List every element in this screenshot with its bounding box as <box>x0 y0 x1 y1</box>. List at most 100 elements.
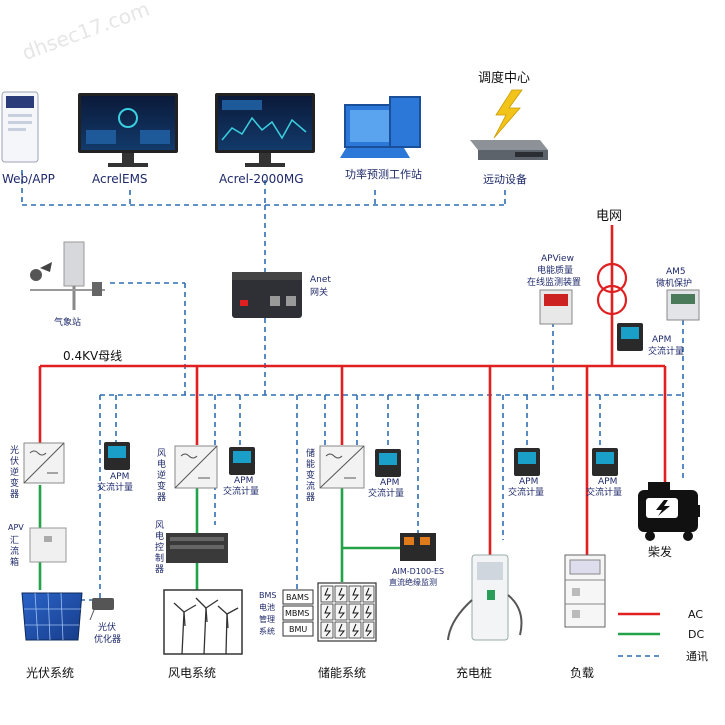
am5-device <box>666 289 700 321</box>
apm-grid-name: APM <box>652 335 671 345</box>
wind-turbine-icon <box>163 589 243 655</box>
svg-text:风: 风 <box>157 448 166 459</box>
apm-meter-load <box>592 448 618 476</box>
pv-system-label: 光伏系统 <box>26 666 74 680</box>
apview-line2: 在线监测装置 <box>527 276 581 288</box>
svg-text:箱: 箱 <box>10 556 19 568</box>
wind-inverter-label: 风 电 逆 变 器 <box>157 448 166 503</box>
weather-station-label: 气象站 <box>54 316 81 328</box>
svg-text:储: 储 <box>306 447 315 459</box>
acrel-2000mg-monitor <box>215 93 315 167</box>
legend-comm: 通讯 <box>686 650 708 663</box>
apm-meter-storage <box>375 449 401 477</box>
bms-stack: BAMS MBMS BMU <box>282 589 314 637</box>
bus-label: 0.4KV母线 <box>63 349 122 363</box>
am5-name: AM5 <box>666 267 686 277</box>
apm-charger-desc: 交流计量 <box>508 486 544 498</box>
aim-insulation-monitor <box>400 533 436 561</box>
pv-combiner-label: 汇 流 箱 <box>10 535 19 568</box>
apm-load-desc: 交流计量 <box>586 486 622 498</box>
web-app-label: Web/APP <box>2 172 55 186</box>
apm-wind-name: APM <box>234 476 253 486</box>
svg-text:流: 流 <box>10 545 19 557</box>
storage-system-label: 储能系统 <box>318 665 366 680</box>
wind-controller <box>166 533 228 563</box>
pv-optimizer-l2: 优化器 <box>94 633 121 645</box>
apm-load-name: APM <box>598 477 617 487</box>
load-label: 负载 <box>570 666 594 680</box>
transformer-icon <box>596 262 628 316</box>
dc-lines <box>38 485 418 590</box>
telecontrol-device <box>470 140 548 160</box>
apm-pv-name: APM <box>110 472 129 482</box>
apm-charger-name: APM <box>519 477 538 487</box>
forecast-station-label: 功率预测工作站 <box>345 167 422 181</box>
legend-dc: DC <box>688 628 704 641</box>
svg-text:变: 变 <box>157 480 166 492</box>
storage-pcs-label: 储 能 变 流 器 <box>306 447 315 503</box>
svg-text:变: 变 <box>10 477 19 489</box>
svg-text:BMS: BMS <box>259 591 276 600</box>
apm-storage-desc: 交流计量 <box>368 487 404 499</box>
svg-text:逆: 逆 <box>10 466 19 478</box>
bms-label: BMS 电池 管理 系统 <box>259 591 276 636</box>
apview-device <box>539 289 573 325</box>
pv-inverter <box>23 442 65 484</box>
svg-text:伏: 伏 <box>10 455 19 467</box>
pv-combiner-box <box>29 527 67 563</box>
pv-panel <box>21 592 83 641</box>
svg-text:器: 器 <box>10 489 19 500</box>
legend-ac: AC <box>688 608 703 621</box>
acrel-ems-label: AcrelEMS <box>92 172 148 186</box>
battery-rack <box>317 582 377 642</box>
apm-wind-desc: 交流计量 <box>223 485 259 497</box>
anet-gateway <box>232 272 302 318</box>
diesel-label: 柴发 <box>648 544 672 559</box>
svg-text:电: 电 <box>155 530 164 542</box>
apm-pv-desc: 交流计量 <box>97 481 133 493</box>
gateway-name: Anet <box>310 275 331 285</box>
dispatch-center-label: 调度中心 <box>478 70 530 86</box>
storage-pcs <box>319 445 365 489</box>
apview-name: APView <box>541 254 574 264</box>
wind-inverter <box>174 445 218 489</box>
apm-meter-charger <box>514 448 540 476</box>
apm-meter-grid <box>617 323 643 351</box>
forecast-workstation <box>340 96 421 158</box>
svg-text:制: 制 <box>155 552 164 564</box>
aim-desc: 直流绝缘监测 <box>389 577 437 587</box>
grid-label: 电网 <box>596 209 622 224</box>
gateway-desc: 网关 <box>310 286 328 298</box>
apview-line1: 电能质量 <box>537 264 573 276</box>
wind-controller-label: 风 电 控 制 器 <box>155 520 164 575</box>
pv-optimizer <box>89 598 114 621</box>
charging-pile <box>447 554 523 641</box>
weather-station <box>30 241 105 310</box>
load-cabinet <box>564 554 606 628</box>
apm-storage-name: APM <box>380 478 399 488</box>
svg-text:变: 变 <box>306 469 315 481</box>
svg-text:电: 电 <box>157 458 166 470</box>
svg-text:逆: 逆 <box>157 469 166 481</box>
svg-text:器: 器 <box>155 564 164 575</box>
svg-text:风: 风 <box>155 520 164 531</box>
charger-label: 充电桩 <box>456 665 492 680</box>
am5-desc: 微机保护 <box>656 277 692 289</box>
svg-text:器: 器 <box>306 492 315 503</box>
telecontrol-label: 远动设备 <box>483 172 527 186</box>
aim-name: AIM-D100-ES <box>392 567 444 576</box>
pv-inverter-label: 光 伏 逆 变 器 <box>10 444 19 500</box>
svg-text:电池: 电池 <box>259 602 275 612</box>
apm-meter-wind <box>229 447 255 475</box>
svg-text:汇: 汇 <box>10 535 19 546</box>
watermark: dhsec17.com <box>19 0 153 65</box>
ac-lines <box>38 225 667 555</box>
svg-text:控: 控 <box>155 541 164 553</box>
acrel-2000mg-label: Acrel-2000MG <box>219 172 304 186</box>
pv-optimizer-l1: 光伏 <box>98 621 116 633</box>
pv-combiner-code: APV <box>8 523 24 532</box>
svg-text:能: 能 <box>306 458 315 470</box>
svg-text:器: 器 <box>157 492 166 503</box>
svg-text:MBMS: MBMS <box>285 609 309 618</box>
